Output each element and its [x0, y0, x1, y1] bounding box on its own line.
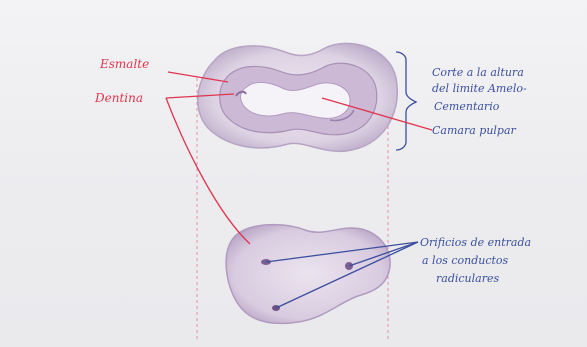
label-orifices-line-2: a los conductos	[422, 254, 509, 267]
crown-cross-section	[198, 43, 398, 151]
label-cut-line-3: Cementario	[434, 100, 500, 113]
label-orifices-line-1: Orificios de entrada	[420, 236, 531, 249]
label-cut-line-1: Corte a la altura	[432, 66, 524, 79]
label-pulp-chamber: Camara pulpar	[432, 124, 517, 137]
root-cross-section	[226, 225, 390, 324]
label-enamel: Esmalte	[99, 57, 149, 71]
label-orifices-line-3: radiculares	[436, 272, 499, 285]
bracket	[396, 52, 416, 150]
label-cut-line-2: del limite Amelo-	[432, 82, 527, 95]
label-dentin: Dentina	[94, 91, 143, 105]
root-outline	[226, 225, 390, 324]
